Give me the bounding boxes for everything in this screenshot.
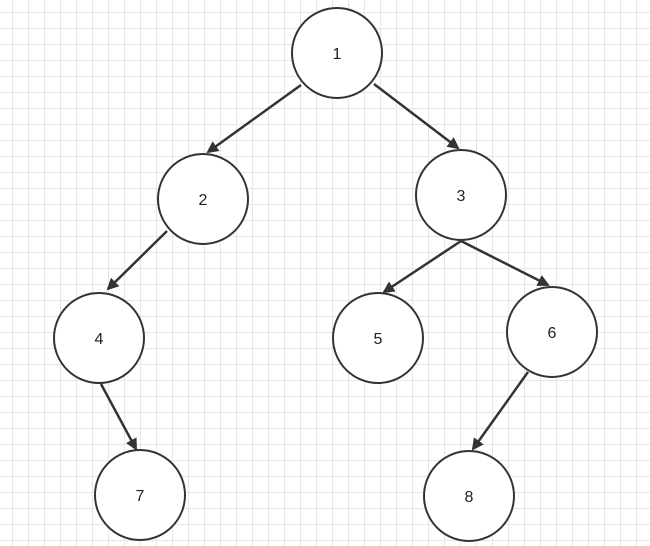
node-label: 2 <box>199 192 208 209</box>
node-circle <box>423 450 515 542</box>
edge-arrow-2-to-4 <box>106 230 168 291</box>
edges-layer <box>99 83 550 451</box>
node-label: 5 <box>374 331 383 348</box>
node-circle <box>291 7 383 99</box>
node-circle <box>157 153 249 245</box>
node-label: 7 <box>136 488 145 505</box>
node-circle <box>53 292 145 384</box>
node-circle <box>506 286 598 378</box>
tree-node-1: 1 <box>291 7 383 99</box>
edge-arrow-1-to-2 <box>206 83 302 154</box>
nodes-layer: 1 2 3 4 5 6 7 8 <box>53 7 598 542</box>
edge-arrow-4-to-7 <box>99 383 138 451</box>
node-label: 1 <box>333 46 342 63</box>
edge-arrow-3-to-5 <box>382 239 462 294</box>
edge-arrow-3-to-6 <box>460 239 550 287</box>
node-label: 6 <box>548 325 557 342</box>
node-label: 3 <box>457 188 466 205</box>
tree-node-2: 2 <box>157 153 249 245</box>
tree-node-4: 4 <box>53 292 145 384</box>
tree-node-8: 8 <box>423 450 515 542</box>
tree-node-5: 5 <box>332 292 424 384</box>
tree-node-3: 3 <box>415 149 507 241</box>
tree-node-6: 6 <box>506 286 598 378</box>
edge-arrow-6-to-8 <box>471 371 530 451</box>
edge-arrow-1-to-3 <box>373 83 460 150</box>
node-label: 8 <box>465 489 474 506</box>
node-circle <box>415 149 507 241</box>
node-label: 4 <box>95 331 104 348</box>
tree-node-7: 7 <box>94 449 186 541</box>
node-circle <box>94 449 186 541</box>
node-circle <box>332 292 424 384</box>
